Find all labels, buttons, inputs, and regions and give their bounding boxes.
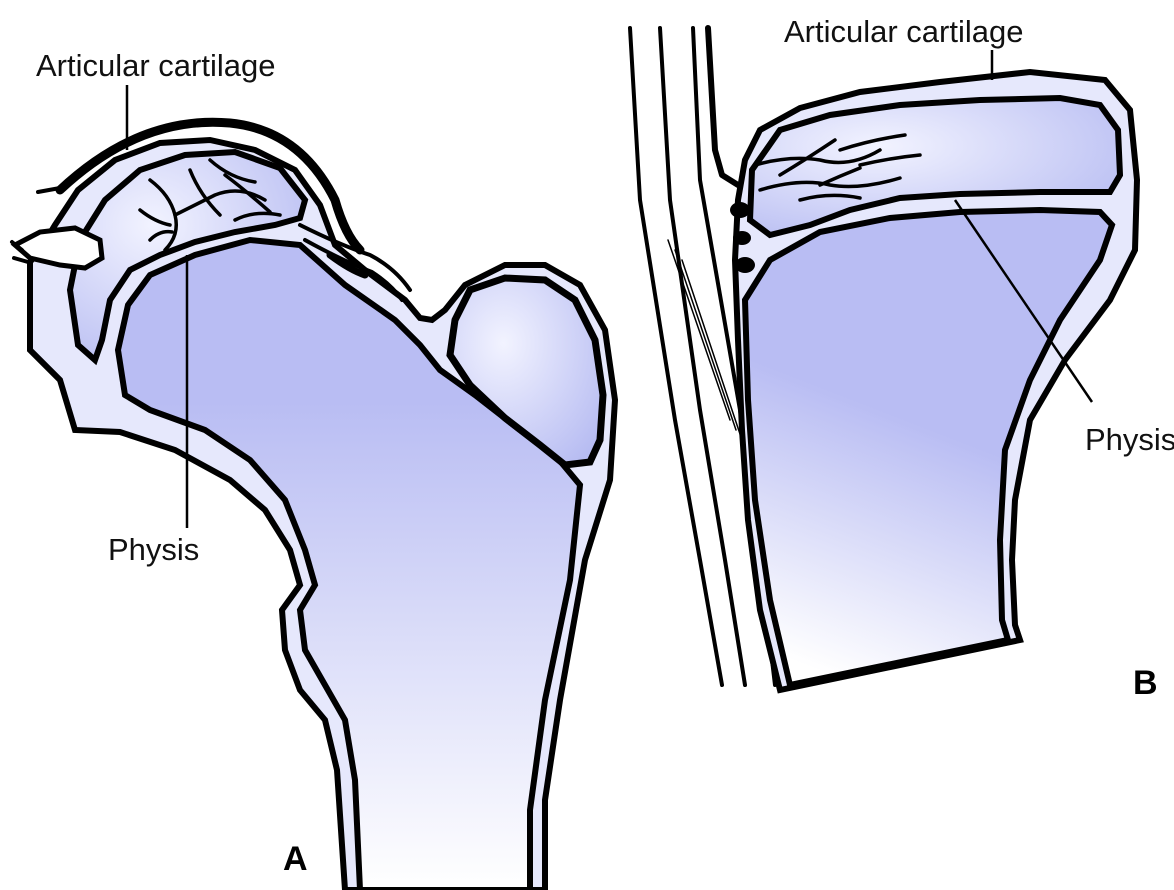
panel-b-bone-end: Articular cartilage Physis B [630, 14, 1174, 702]
label-articular-cartilage-a: Articular cartilage [36, 48, 275, 83]
panel-a-femur: Articular cartilage Physis A [12, 48, 615, 890]
label-physis-a: Physis [108, 532, 199, 567]
label-physis-b: Physis [1085, 422, 1174, 457]
panel-letter-b: B [1133, 664, 1158, 702]
label-articular-cartilage-b: Articular cartilage [784, 14, 1023, 49]
panel-letter-a: A [283, 840, 308, 878]
bone-b-metaphysis [745, 210, 1112, 685]
